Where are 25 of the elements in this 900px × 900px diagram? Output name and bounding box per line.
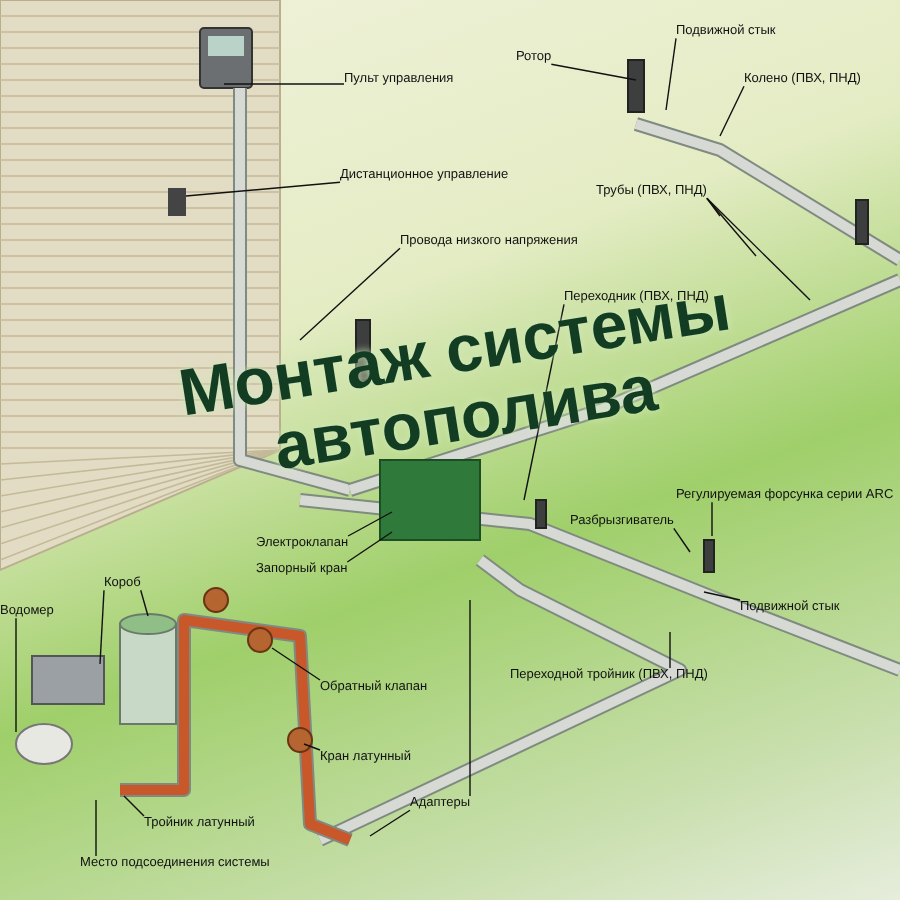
leader-line <box>711 501 713 537</box>
leader-line <box>223 83 345 85</box>
leader-line <box>706 197 721 217</box>
leader-line <box>347 511 393 537</box>
leader-line <box>703 591 741 601</box>
leader-line <box>95 799 97 857</box>
leader-line <box>369 809 411 837</box>
leader-line <box>550 63 637 81</box>
leader-line <box>185 181 341 197</box>
leader-line <box>123 795 145 817</box>
leader-line <box>706 197 757 257</box>
leader-line <box>706 197 811 301</box>
leader-line <box>15 617 17 733</box>
leader-line <box>303 743 321 751</box>
leader-line <box>469 599 471 797</box>
leader-line <box>346 531 393 563</box>
leader-line <box>523 303 565 501</box>
leader-line <box>665 37 677 111</box>
leader-line <box>99 589 105 665</box>
leader-line <box>719 85 745 137</box>
leader-line <box>140 589 149 617</box>
leader-line <box>299 247 401 341</box>
leader-line <box>673 527 691 553</box>
leader-line <box>669 631 671 669</box>
leader-line <box>271 647 321 681</box>
